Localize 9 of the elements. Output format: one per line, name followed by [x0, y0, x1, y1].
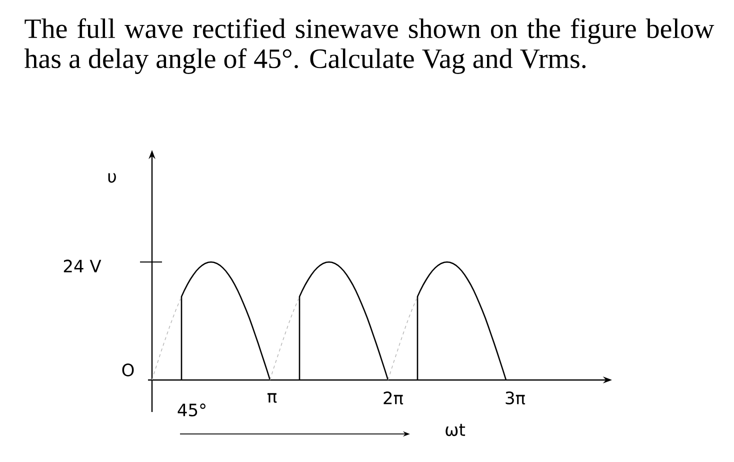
axis-label: ωt — [446, 424, 466, 436]
origin-label: O — [122, 364, 134, 376]
tick-label: π — [268, 393, 277, 403]
axis-label: 24 V — [64, 260, 102, 272]
axis-label: υ — [108, 173, 116, 183]
question-text: The full wave rectified sinewave shown on the figure below has a delay angle of 45°. Calculate Vag and Vrms. — [24, 18, 714, 74]
angle-label: 45° — [178, 404, 206, 416]
tick-label: 2π — [384, 392, 404, 404]
tick-label: 3π — [506, 392, 526, 404]
